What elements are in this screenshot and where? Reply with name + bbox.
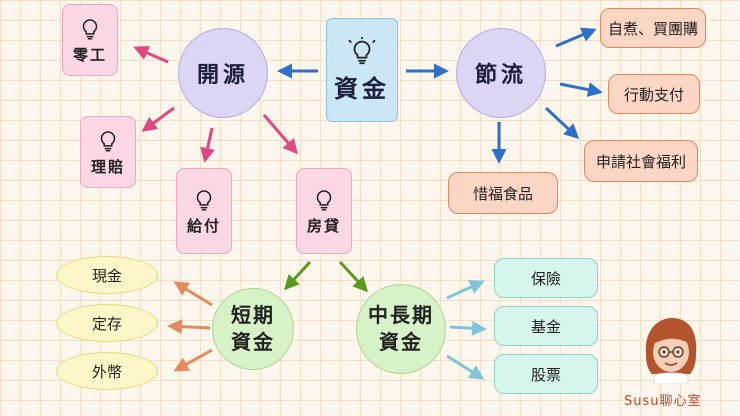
avatar-icon — [645, 318, 697, 384]
income-node: 開源 — [178, 28, 268, 118]
lightbulb-icon — [82, 18, 98, 40]
saving-item-cook-groupbuy: 自煮、買團購 — [600, 8, 706, 48]
arrow-short-3 — [173, 348, 213, 372]
mid-item-stock: 股票 — [494, 354, 598, 394]
short-term-fund-node: 短期 資金 — [212, 288, 294, 370]
arrow-income-1 — [133, 45, 169, 64]
mid-long-term-fund-node: 中長期 資金 — [356, 284, 446, 374]
mid-item-insurance: 保險 — [494, 258, 598, 298]
short-item-cash: 現金 — [56, 256, 158, 294]
lightbulb-icon — [348, 36, 376, 64]
saving-item-social-welfare: 申請社會福利 — [584, 140, 698, 182]
arrow-short-2 — [167, 319, 211, 335]
center-node-funds: 資金 — [326, 18, 398, 122]
arrow-income-2 — [141, 106, 175, 132]
arrow-mid-1 — [446, 280, 485, 300]
income-item-odd-jobs: 零工 — [62, 4, 118, 76]
mid-item-fund: 基金 — [494, 306, 598, 346]
arrow-mid-3 — [446, 354, 485, 380]
saving-item-mobile-pay: 行動支付 — [608, 74, 700, 114]
arrow-saving-1 — [555, 27, 597, 48]
short-item-time-deposit: 定存 — [56, 304, 158, 342]
saving-item-discount-food: 惜福食品 — [448, 172, 558, 214]
saving-node: 節流 — [456, 28, 546, 118]
income-item-mortgage: 房貸 — [296, 168, 352, 254]
income-item-claims: 理賠 — [80, 116, 136, 188]
mid-long-term-label: 中長期 資金 — [368, 303, 434, 354]
arrow-loan-to-short — [283, 260, 312, 291]
lightbulb-icon — [196, 189, 212, 211]
arrow-loan-to-mid — [338, 260, 369, 293]
brand-label: Susu聊心室 — [624, 394, 702, 409]
center-label: 資金 — [334, 74, 390, 103]
short-term-label-1: 短期 資金 — [231, 303, 275, 354]
arrow-saving-2 — [559, 82, 603, 98]
arrow-mid-2 — [449, 320, 487, 336]
arrow-income-4 — [262, 114, 298, 155]
arrow-income-3 — [200, 127, 215, 163]
lightbulb-icon — [100, 130, 116, 152]
income-item-benefits: 給付 — [176, 168, 232, 254]
arrow-saving-3 — [544, 106, 580, 140]
lightbulb-icon — [316, 189, 332, 211]
arrow-short-1 — [173, 281, 213, 307]
short-item-foreign-currency: 外幣 — [56, 352, 158, 390]
